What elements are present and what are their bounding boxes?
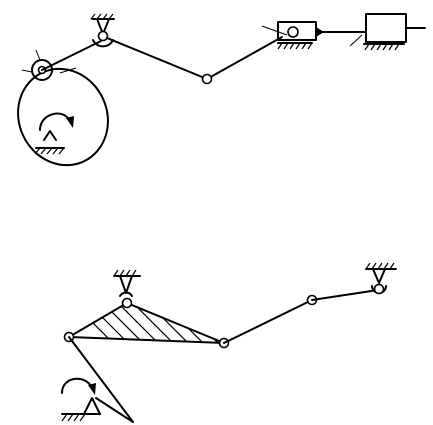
ground-pivot-icon (113, 269, 141, 309)
ground-pivot-icon (34, 130, 65, 155)
coupler-link (223, 299, 313, 344)
coupler-link (106, 37, 208, 80)
revolute-joint (201, 73, 213, 85)
rocker-link (311, 289, 379, 301)
crank-icon (68, 336, 134, 423)
output-link (206, 36, 283, 80)
cam-icon (17, 67, 109, 167)
rotation-arrow-icon (39, 112, 74, 131)
rotation-arrow-icon (61, 377, 96, 395)
upper-mechanism (17, 13, 426, 167)
slider-block-icon (365, 13, 426, 43)
ground-hatch-icon (363, 43, 405, 51)
ground-pivot-icon (90, 13, 115, 48)
rocker-link (41, 40, 102, 71)
ternary-link-icon (68, 302, 225, 344)
lower-mechanism (61, 262, 397, 423)
roller-follower-icon (261, 21, 324, 50)
ground-hatch-icon (61, 397, 101, 422)
ground-pivot-icon (365, 262, 397, 295)
roller-follower-icon (21, 49, 77, 81)
